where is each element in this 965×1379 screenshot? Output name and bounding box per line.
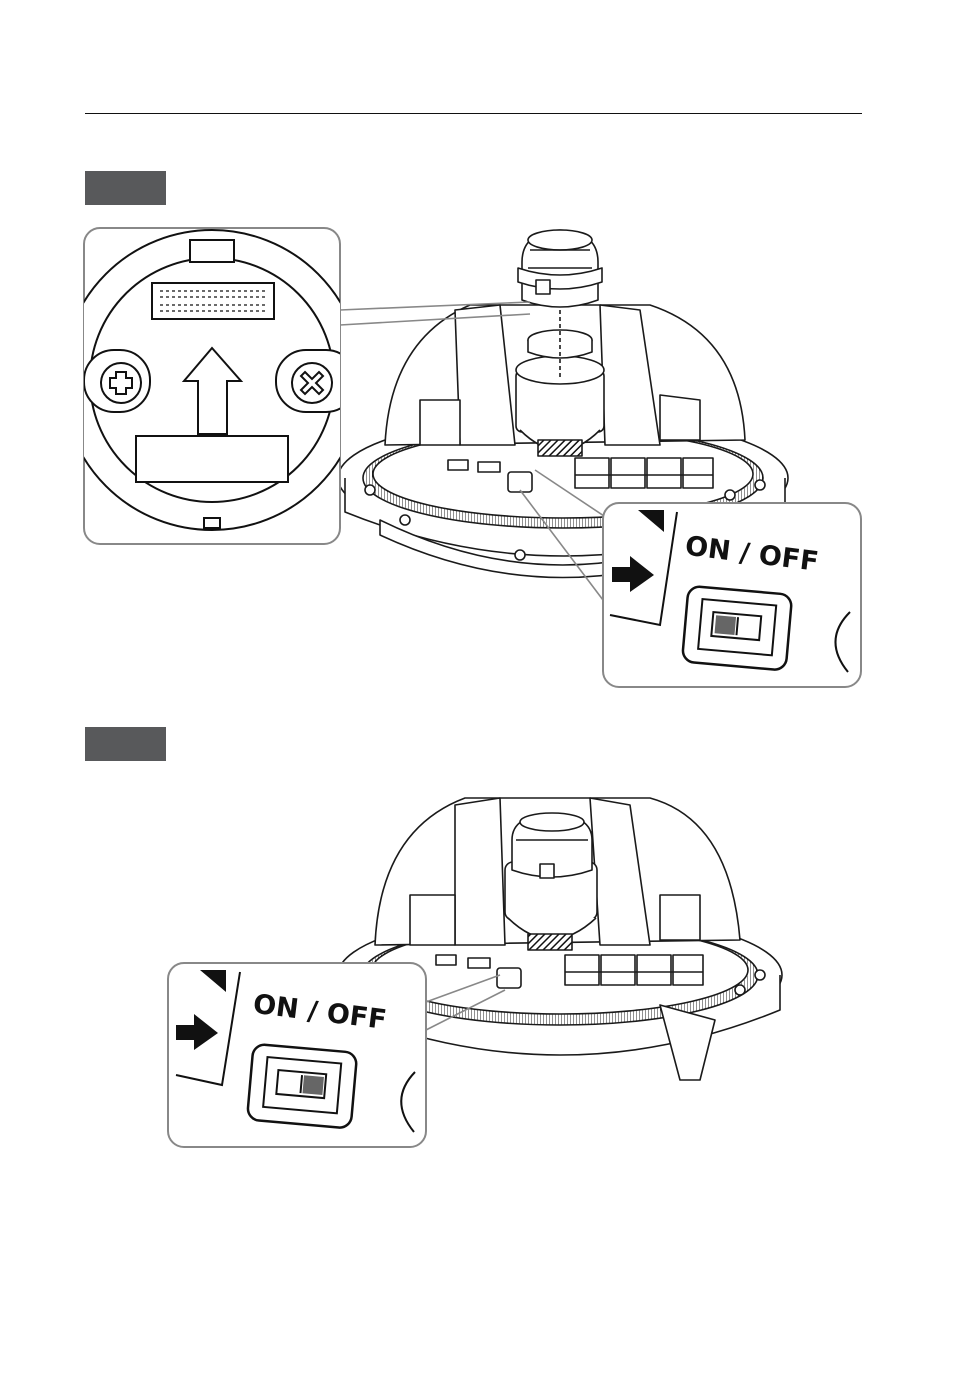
screw-x-icon bbox=[292, 363, 332, 403]
connector-detail-callout bbox=[62, 228, 362, 544]
switch-detail-callout-step-1: ON / OFF bbox=[603, 503, 861, 687]
switch-detail-callout-step-2: ON / OFF bbox=[168, 963, 426, 1147]
lens-cap bbox=[518, 230, 602, 307]
screw-plus-icon bbox=[101, 363, 141, 403]
dip-switch-step-1 bbox=[682, 586, 792, 671]
dip-switch-step-2 bbox=[247, 1044, 357, 1129]
lens-cap-installed bbox=[512, 813, 592, 878]
